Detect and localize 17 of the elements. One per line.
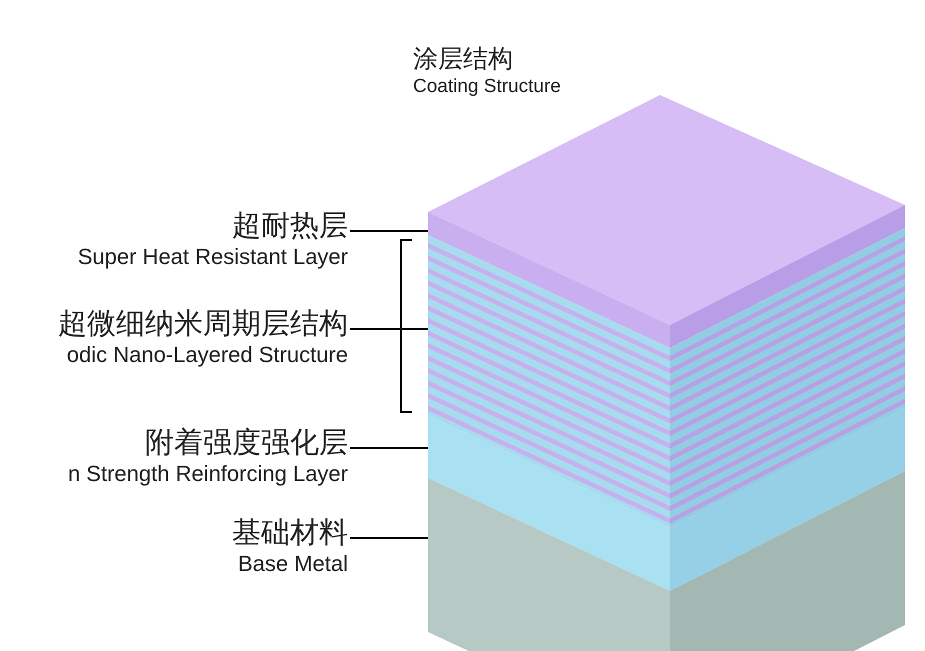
leader-line	[350, 447, 428, 449]
layer-label: 基础材料	[232, 517, 348, 550]
leader-line	[350, 328, 428, 330]
layer-label: 附着强度强化层	[145, 427, 348, 460]
leader-line	[350, 537, 428, 539]
leader-line	[350, 230, 428, 232]
layer-label-english: Super Heat Resistant Layer	[78, 243, 348, 271]
layer-label-english: Base Metal	[238, 550, 348, 578]
heading-subtitle: Coating Structure	[413, 75, 561, 99]
coating-layer	[428, 95, 905, 348]
coating-layer	[428, 408, 905, 591]
layer-label: 超耐热层	[232, 210, 348, 244]
coating-layer	[428, 471, 905, 651]
layer-label-english: n Strength Reinforcing Layer	[68, 460, 348, 488]
layer-label-english: odic Nano-Layered Structure	[66, 341, 348, 369]
heading: 涂层结构	[413, 44, 514, 75]
layer-label: 超微细纳米周期层结构	[58, 308, 348, 342]
